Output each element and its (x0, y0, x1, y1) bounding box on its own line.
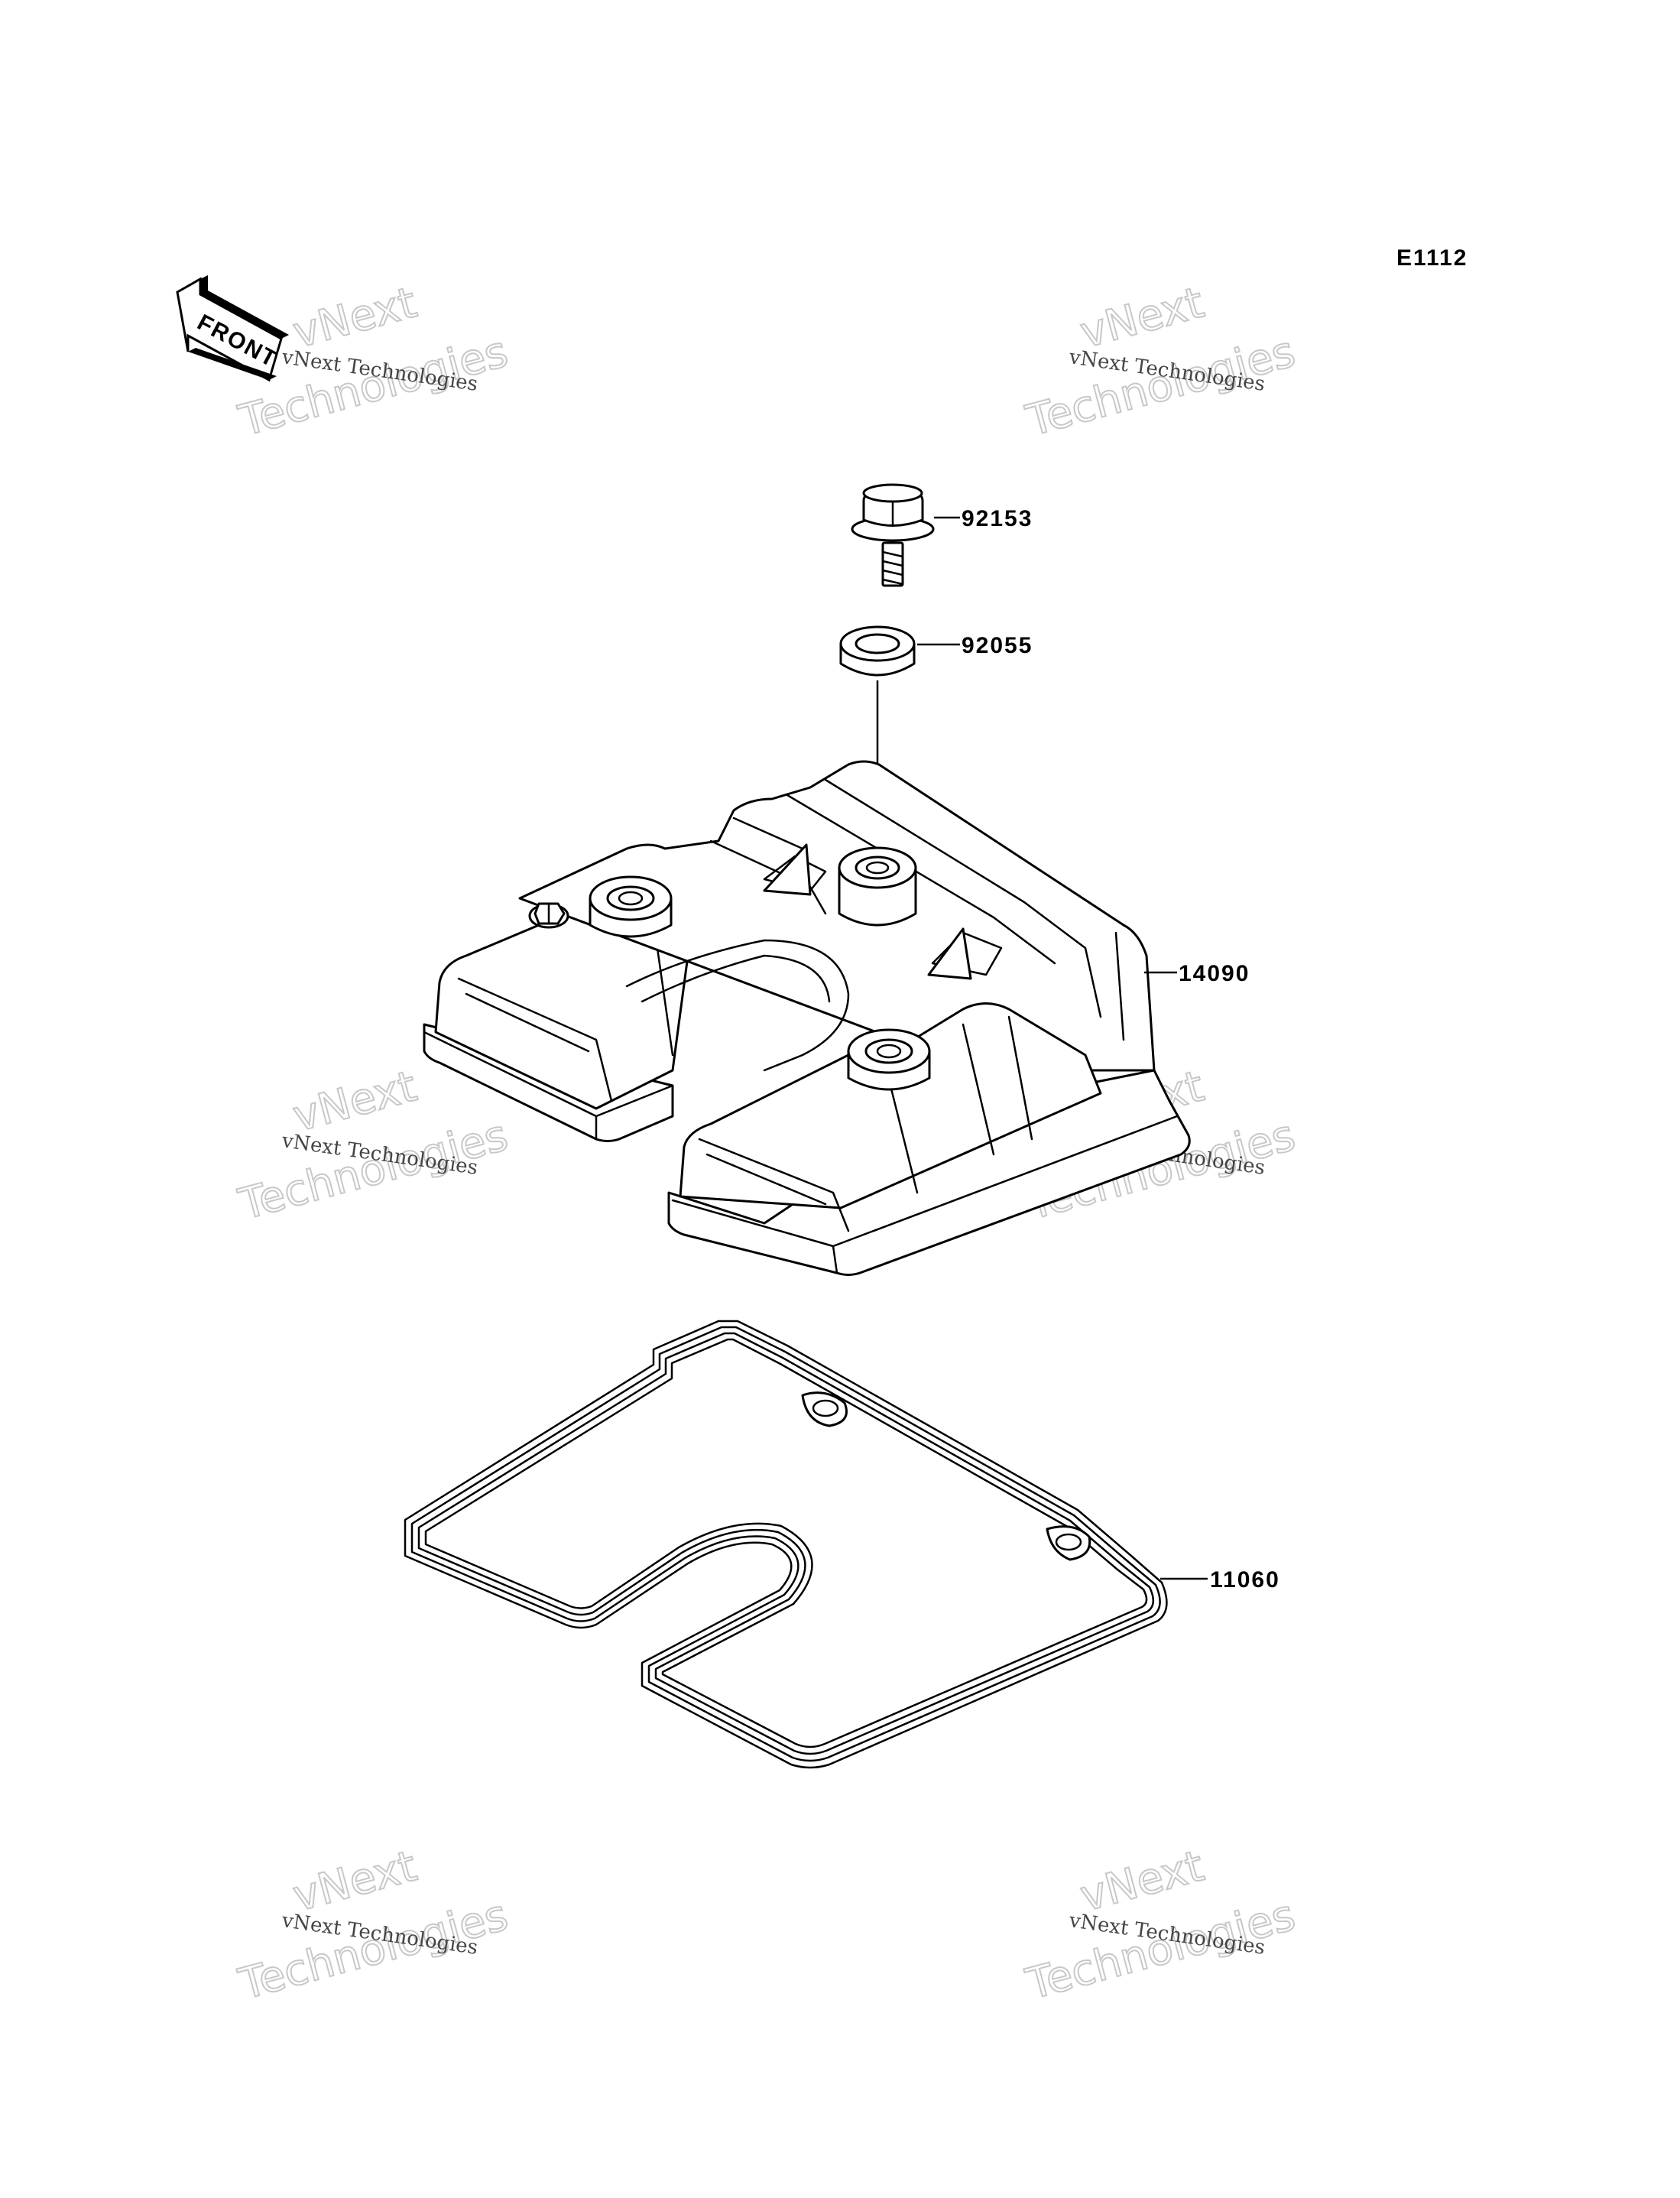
bolt-boss-icon (847, 1028, 931, 1091)
watermark-top-left: vNext Technologies vNext Technologies (233, 277, 514, 446)
bolt-boss-icon (838, 846, 917, 927)
watermark-bottom-left: vNext Technologies vNext Technologies (233, 1840, 514, 2010)
svg-text:vNext: vNext (288, 1841, 422, 1921)
cylinder-head-cover-icon (423, 760, 1191, 1276)
gasket-icon (404, 1320, 1168, 1769)
watermark-bottom-right: vNext Technologies vNext Technologies (1020, 1840, 1301, 2010)
part-label-11060: 11060 (1160, 1567, 1280, 1592)
part-number: 14090 (1179, 961, 1250, 986)
watermark-top-right: vNext Technologies vNext Technologies (1020, 277, 1301, 446)
bolt-boss-icon (589, 875, 673, 938)
bolt-icon (851, 483, 935, 587)
diagram-code: E1112 (1396, 245, 1468, 271)
svg-text:vNext: vNext (288, 278, 422, 358)
watermark-mid-left: vNext Technologies vNext Technologies (233, 1060, 514, 1230)
svg-text:vNext: vNext (288, 1061, 422, 1141)
washer-icon (839, 625, 916, 677)
front-arrow-icon: FRONT (176, 275, 289, 382)
part-number: 11060 (1210, 1567, 1280, 1592)
part-label-14090: 14090 (1144, 961, 1250, 986)
svg-text:vNext: vNext (1075, 278, 1209, 358)
part-label-92055: 92055 (917, 633, 1033, 658)
part-number: 92153 (962, 506, 1033, 531)
hex-plug-icon (528, 902, 569, 929)
part-number: 92055 (962, 633, 1033, 658)
part-label-92153: 92153 (934, 506, 1033, 531)
svg-text:vNext: vNext (1075, 1841, 1209, 1921)
